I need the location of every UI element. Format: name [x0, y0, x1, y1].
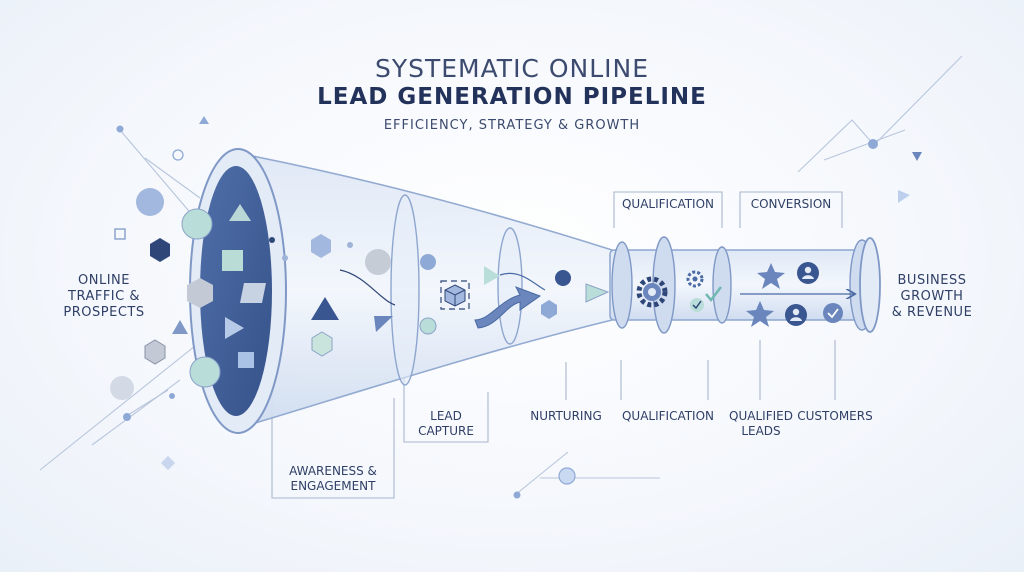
output-label: BUSINESS GROWTH & REVENUE [891, 273, 973, 320]
stage-label-customers: CUSTOMERS [797, 409, 873, 423]
stage-label-qualification: QUALIFICATION [621, 409, 715, 423]
gear-icon [636, 276, 668, 308]
incoming-prospects [114, 188, 288, 388]
cone-contents [311, 234, 610, 357]
background-lines [39, 55, 963, 496]
customer-check-icon [823, 303, 843, 323]
background-dots [110, 116, 922, 499]
page-title: LEAD GENERATION PIPELINE [317, 84, 707, 110]
subtitle: EFFICIENCY, STRATEGY & GROWTH [383, 118, 641, 133]
small-gear-icon [686, 270, 704, 288]
user-icon [785, 262, 819, 326]
cube-icon [440, 280, 470, 310]
stage-label-nurturing: NURTURING [530, 409, 602, 423]
arrow-icon [474, 286, 542, 329]
stage-label-awareness: AWARENESS & ENGAGEMENT [289, 464, 377, 493]
check-icon [690, 286, 722, 312]
input-label: ONLINE TRAFFIC & PROSPECTS [63, 273, 145, 320]
stage-label-lead-capture: LEAD CAPTURE [418, 409, 474, 438]
label-connectors [271, 191, 843, 499]
funnel-rings [390, 194, 523, 386]
star-icon [746, 263, 785, 327]
title-line-1: SYSTEMATIC ONLINE [374, 54, 650, 83]
top-label-conversion: CONVERSION [750, 197, 832, 211]
funnel-cone [231, 151, 613, 432]
mouth-shapes [222, 204, 266, 368]
top-label-qualification: QUALIFICATION [621, 197, 715, 211]
stage-label-qualified-leads: QUALIFIED LEADS [729, 409, 793, 438]
pipe-end-cap [859, 237, 881, 333]
